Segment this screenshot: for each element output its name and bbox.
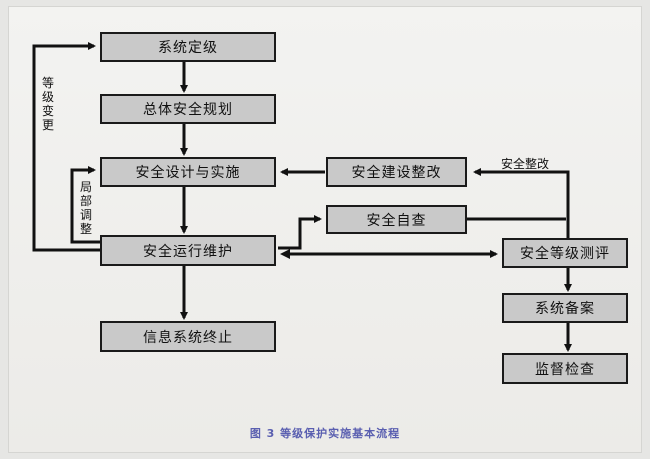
arrowhead-operation-left: [280, 249, 290, 259]
box-rectification: 安全建设整改: [326, 157, 467, 187]
box-system-grading: 系统定级: [100, 32, 276, 62]
arrow-operation-to-self-inspection: [278, 215, 322, 250]
label-level-change: 等级变更: [41, 76, 54, 132]
arrow-evaluation-to-rectification: [473, 168, 570, 238]
box-overall-planning: 总体安全规划: [100, 94, 276, 124]
box-evaluation: 安全等级测评: [502, 238, 628, 268]
box-termination: 信息系统终止: [100, 321, 276, 352]
arrow-local-adjustment-loop: [70, 166, 100, 244]
box-supervision: 监督检查: [502, 353, 628, 384]
figure-caption: 图 3 等级保护实施基本流程: [249, 427, 401, 440]
box-filing: 系统备案: [502, 293, 628, 323]
box-design-implementation: 安全设计与实施: [100, 157, 276, 187]
label-local-adjustment: 局部调整: [79, 180, 92, 236]
label-security-rectification: 安全整改: [501, 157, 550, 171]
box-self-inspection: 安全自查: [326, 205, 467, 234]
box-operation-maintenance: 安全运行维护: [100, 235, 276, 266]
arrow-level-change-loop: [32, 42, 100, 252]
